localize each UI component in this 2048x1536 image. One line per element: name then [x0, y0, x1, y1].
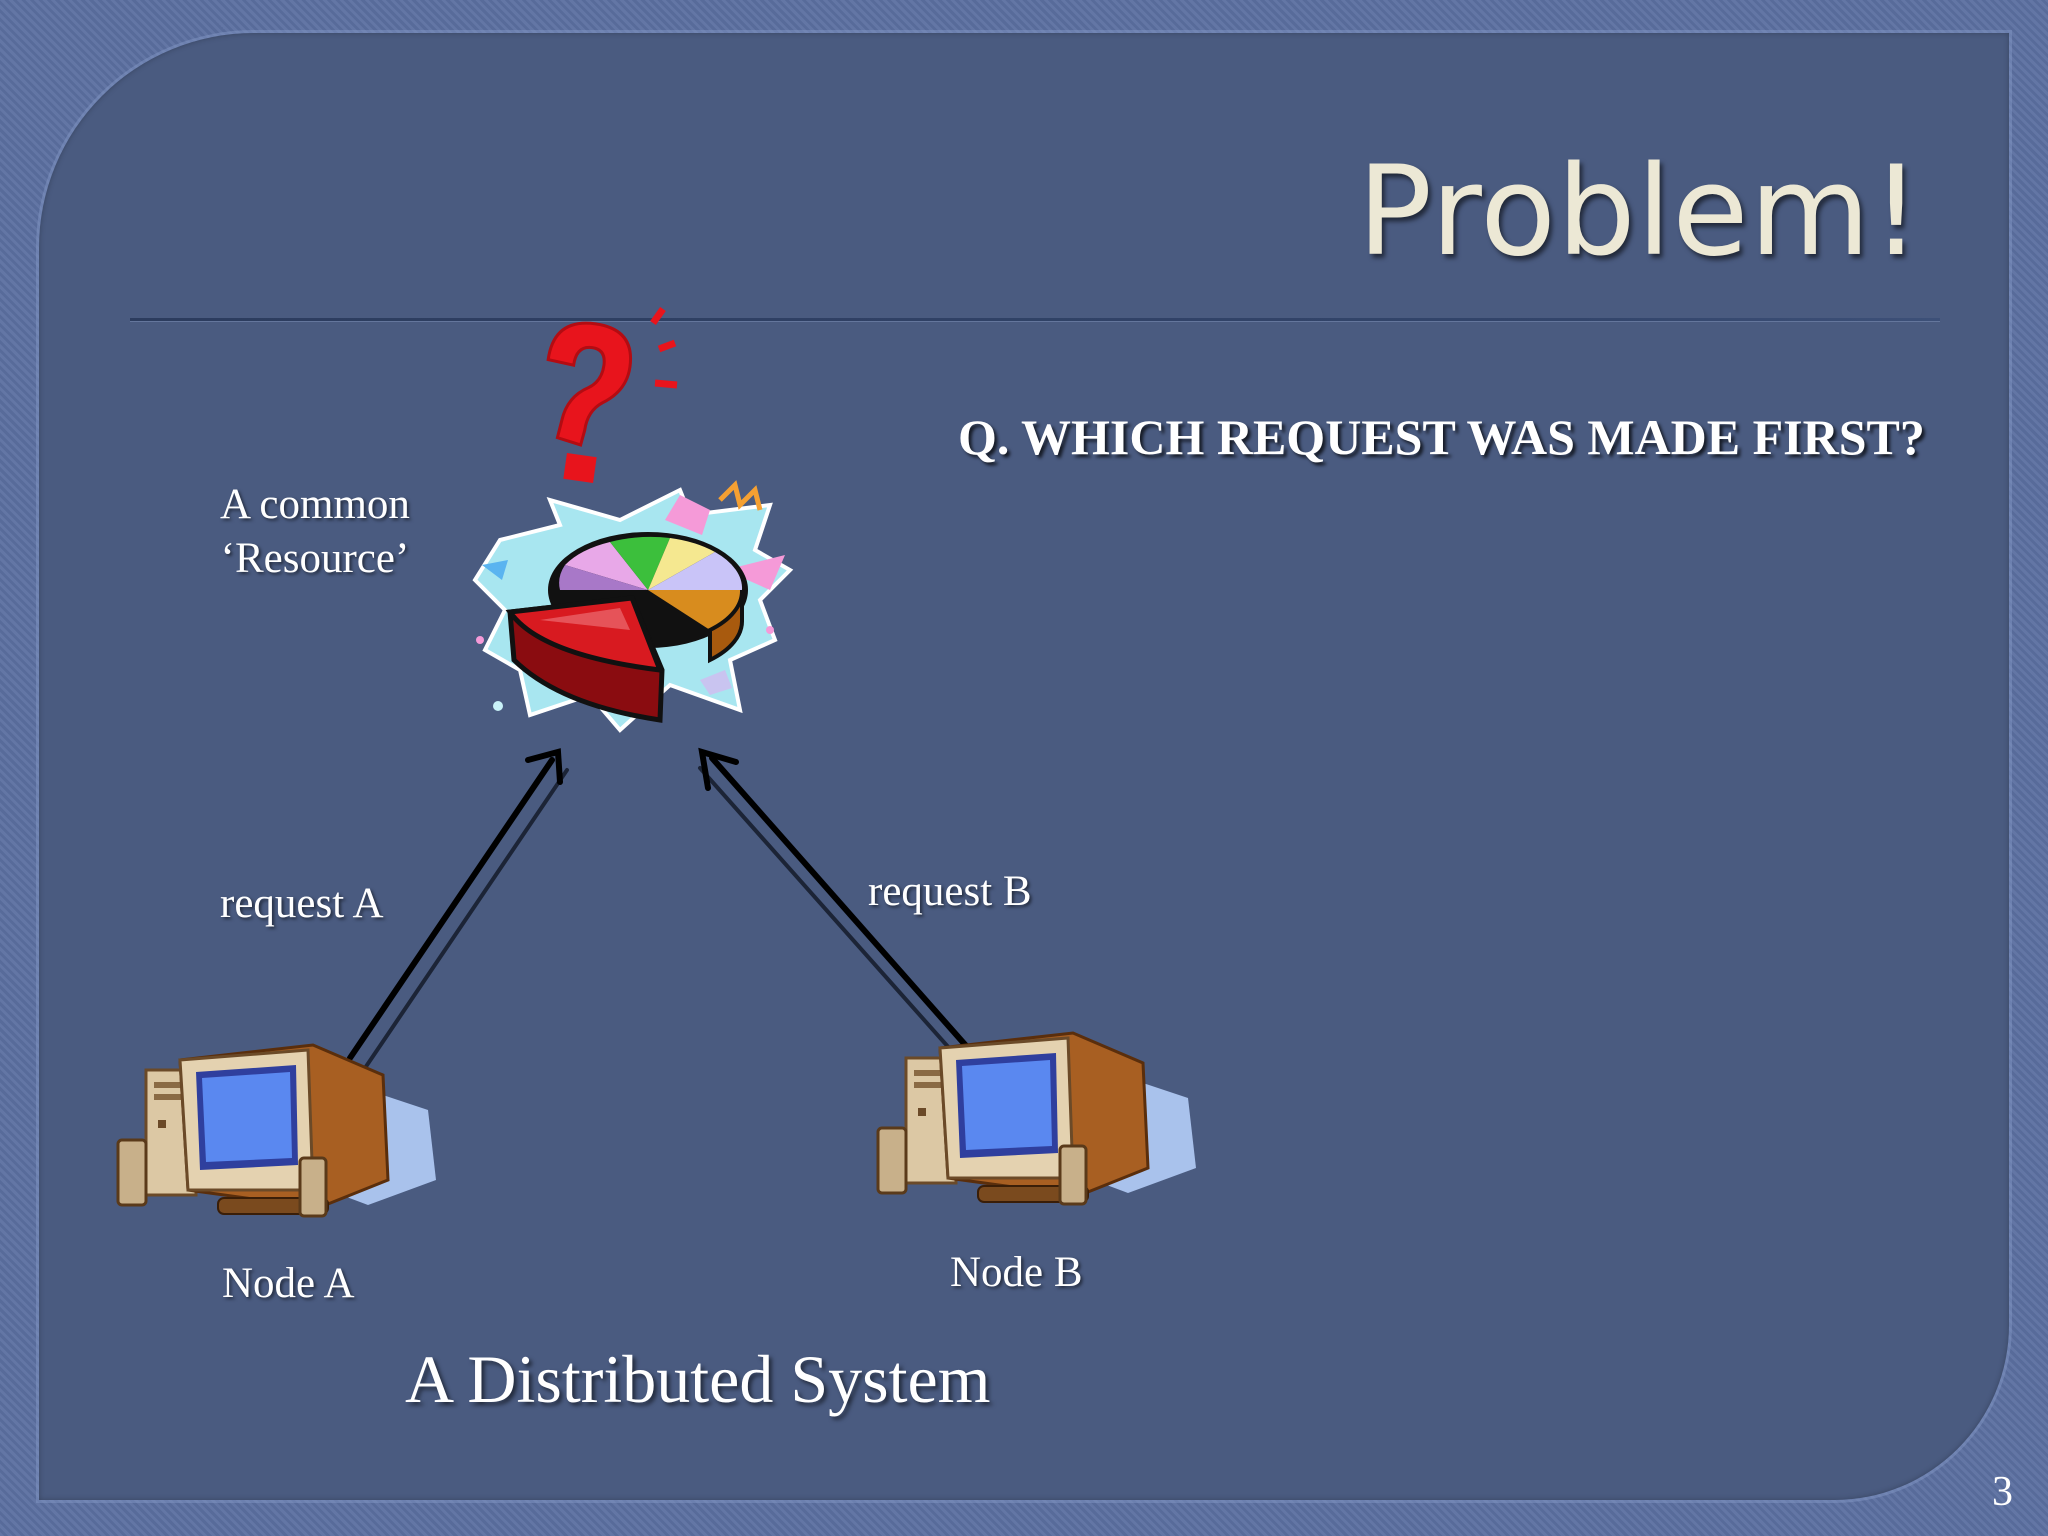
- desktop-computer-icon: [116, 1043, 436, 1218]
- node-b-label: Node B: [950, 1249, 1083, 1296]
- page-number: 3: [1992, 1469, 2013, 1515]
- question-text: Q. WHICH REQUEST WAS MADE FIRST?: [958, 409, 1925, 465]
- request-b-label: request B: [868, 868, 1032, 915]
- pie-chart-icon: [472, 480, 794, 733]
- slide-title: Problem!: [1357, 140, 1922, 284]
- resource-label-line1: A common: [220, 481, 410, 528]
- resource-label: A common ‘Resource’: [220, 478, 410, 586]
- title-divider: [130, 318, 1940, 321]
- question-mark-icon: [546, 306, 678, 483]
- node-a-label: Node A: [222, 1260, 355, 1307]
- request-a-label: request A: [220, 880, 384, 927]
- resource-label-line2: ‘Resource’: [220, 534, 410, 582]
- desktop-computer-icon: [876, 1031, 1196, 1206]
- diagram-caption: A Distributed System: [405, 1341, 991, 1417]
